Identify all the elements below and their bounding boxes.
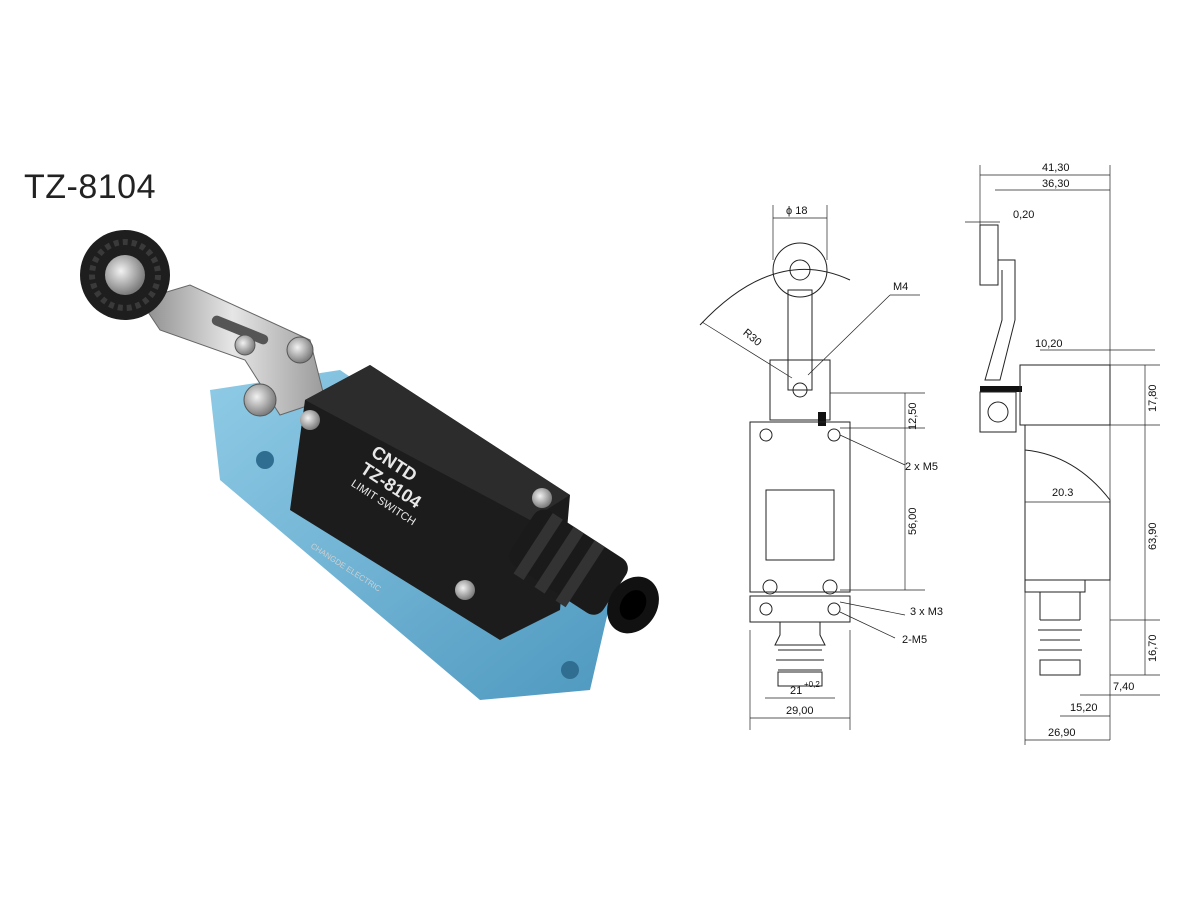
radius-arc [699,268,851,326]
body-screw [532,488,552,508]
side-head [1019,364,1111,426]
technical-drawing: ϕ 18 M4 R30 12,50 2 x M5 56,00 3 x M3 2-… [699,162,1160,745]
cable-gland [509,509,659,634]
dim-21-tolerance: +0,2 [804,680,820,689]
dim-36-30: 36,30 [1042,178,1070,190]
dim-56-00: 56,00 [907,507,919,535]
base-outline [749,595,851,623]
body-outline [749,421,851,593]
radius-line [701,321,793,379]
body-screw [300,410,320,430]
product-photo: CNTD TZ-8104 LIMIT SWITCH CHANGDE ELECTR… [80,230,659,700]
front-view: ϕ 18 M4 R30 12,50 2 x M5 56,00 3 x M3 2-… [699,205,943,730]
body-screw [455,580,475,600]
lever-outline [787,289,813,391]
dim-0-20: 0,20 [1013,209,1034,221]
dim-63-90: 63,90 [1147,522,1159,550]
dim-2-M5: 2-M5 [902,634,927,646]
dim-26-90: 26,90 [1048,727,1076,739]
dim-7-40: 7,40 [1113,681,1134,693]
base-hole [256,451,274,469]
dim-21: 21 [790,685,802,697]
dim-17-80: 17,80 [1147,384,1159,412]
switch-body-top [305,365,570,520]
dim-15-20: 15,20 [1070,702,1098,714]
dim-16-70: 16,70 [1147,634,1159,662]
roller-outline [772,242,828,298]
lever-bracket [769,359,831,421]
dim-10-20: 10,20 [1035,338,1063,350]
side-view: 41,30 36,30 0,20 10,20 17,80 20.3 63,90 … [965,162,1160,745]
label-window [765,489,835,561]
dim-2xM5: 2 x M5 [905,461,938,473]
lever-pivot [792,382,808,398]
lever-slot [211,315,269,345]
dim-lever-thread: M4 [893,281,908,293]
actuator-pin [818,412,826,426]
side-roller [979,224,999,286]
switch-body [290,365,570,640]
product-title: TZ-8104 [24,168,156,206]
dim-12-50: 12,50 [907,402,919,430]
lever-arm [139,284,326,416]
lever-screw [234,334,256,356]
side-lever [984,259,1016,381]
lever-pivot-nut [243,383,277,417]
dim-41-30: 41,30 [1042,162,1070,174]
gland-outline [774,621,826,646]
side-body [1024,425,1111,581]
dim-roller-diameter: ϕ 18 [786,205,807,217]
lever-pivot-nut [286,336,314,364]
dim-lever-radius: R30 [740,327,763,349]
roller-ring [89,239,161,311]
base-hole [561,661,579,679]
dim-3xM3: 3 x M3 [910,606,943,618]
dim-20-3: 20.3 [1052,487,1073,499]
roller-cap [105,255,145,295]
dim-29-00: 29,00 [786,705,814,717]
